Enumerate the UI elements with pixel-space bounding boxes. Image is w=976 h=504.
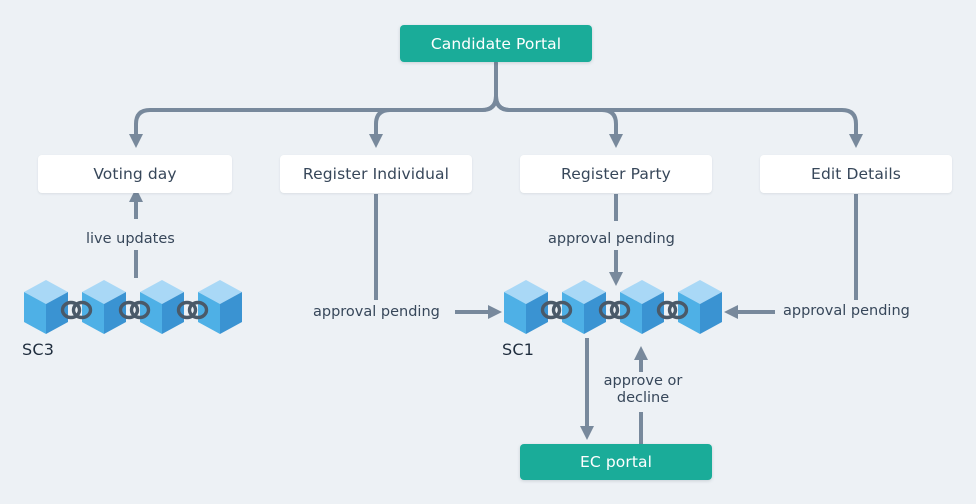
arrowhead-live-updates [129, 188, 143, 202]
cube-icon [198, 280, 242, 334]
node-register-party[interactable]: Register Party [520, 155, 712, 193]
edge-label-approve-or-decline-line2: decline [616, 390, 670, 407]
chain-link-icon [598, 300, 631, 320]
chain-link-icon [540, 300, 573, 320]
node-register-party-label: Register Party [561, 165, 671, 183]
edge-arrowheads [129, 188, 738, 440]
wire-branch-arrowheads [129, 134, 863, 148]
edge-label-approval-pending-left: approval pending [313, 304, 440, 320]
arrowhead-edit-details [849, 134, 863, 148]
blockchain-caption-sc1: SC1 [502, 340, 535, 359]
arrowhead-approval-center [609, 272, 623, 286]
arrowhead-approval-left [488, 305, 502, 319]
arrowhead-voting-day [129, 134, 143, 148]
node-edit-details[interactable]: Edit Details [760, 155, 952, 193]
wire-bus-right [494, 94, 858, 136]
chain-links-sc3 [60, 300, 209, 320]
blockchain-caption-sc3: SC3 [22, 340, 55, 359]
node-voting-day-label: Voting day [93, 165, 177, 183]
node-register-individual[interactable]: Register Individual [280, 155, 472, 193]
chain-blocks-sc1 [504, 280, 722, 334]
wire-bus-left [134, 94, 498, 136]
node-voting-day[interactable]: Voting day [38, 155, 232, 193]
blockchain-icon-sc1 [504, 280, 722, 334]
edge-label-live-updates: live updates [86, 231, 175, 247]
chain-link-icon [118, 300, 151, 320]
blockchain-icon-sc3 [24, 280, 242, 334]
arrowhead-ecportal-to-sc1 [634, 346, 648, 360]
arrowhead-register-party [609, 134, 623, 148]
node-ec-portal[interactable]: EC portal [520, 444, 712, 480]
cube-icon [562, 280, 606, 334]
node-candidate-portal[interactable]: Candidate Portal [400, 25, 592, 62]
chain-links-sc1 [540, 300, 689, 320]
node-register-individual-label: Register Individual [302, 165, 450, 183]
wire-bus-midleft [374, 94, 498, 136]
arrowhead-approval-right [724, 305, 738, 319]
arrowhead-sc1-to-ecportal [580, 426, 594, 440]
arrowhead-register-individual [369, 134, 383, 148]
edge-label-approval-pending-center: approval pending [548, 231, 675, 247]
chain-link-icon [656, 300, 689, 320]
chain-link-icon [176, 300, 209, 320]
edge-label-approve-or-decline: approve or decline [600, 373, 686, 407]
chain-link-icon [60, 300, 93, 320]
node-candidate-portal-label: Candidate Portal [430, 34, 562, 53]
cube-icon [82, 280, 126, 334]
edge-label-approve-or-decline-line1: approve or [603, 373, 683, 389]
edge-label-approval-pending-right: approval pending [783, 303, 910, 319]
node-edit-details-label: Edit Details [811, 165, 901, 183]
wire-bus-midright [494, 94, 618, 136]
cube-icon [504, 280, 548, 334]
node-ec-portal-label: EC portal [579, 453, 653, 471]
cube-icon [24, 280, 68, 334]
